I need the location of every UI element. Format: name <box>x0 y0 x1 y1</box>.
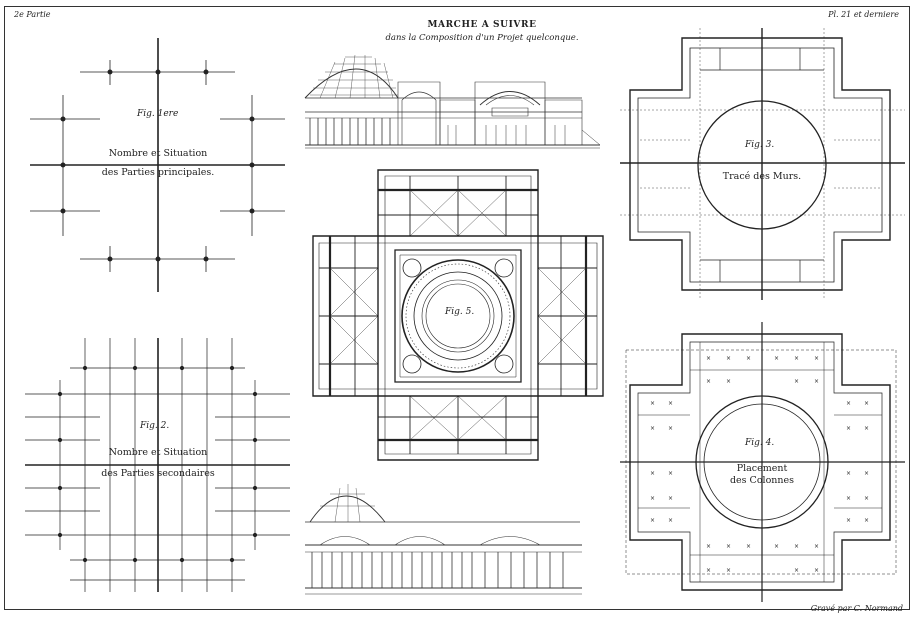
plate-subtitle: dans la Composition d'un Projet quelconq… <box>385 33 579 43</box>
svg-text:×: × <box>864 425 869 432</box>
section-elevation-drawing <box>305 55 600 148</box>
svg-text:×: × <box>846 425 851 432</box>
svg-text:×: × <box>746 355 751 362</box>
svg-text:×: × <box>794 378 799 385</box>
fig3-walls-plan <box>620 28 905 300</box>
svg-text:×: × <box>706 567 711 574</box>
svg-text:×: × <box>650 470 655 477</box>
svg-text:×: × <box>814 355 819 362</box>
svg-text:×: × <box>650 400 655 407</box>
fig1-caption-line2: des Parties principales. <box>101 167 215 178</box>
fig4-label: Fig. 4. <box>745 438 775 448</box>
svg-text:×: × <box>668 470 673 477</box>
svg-text:×: × <box>814 567 819 574</box>
svg-text:×: × <box>794 355 799 362</box>
svg-text:×: × <box>814 543 819 550</box>
svg-text:×: × <box>864 495 869 502</box>
svg-text:×: × <box>726 543 731 550</box>
part-label: 2e Partie <box>14 10 51 19</box>
svg-text:×: × <box>814 378 819 385</box>
svg-text:×: × <box>726 355 731 362</box>
fig1-label: Fig. 1ere <box>137 109 179 119</box>
svg-text:×: × <box>864 470 869 477</box>
fig2-caption-line1: Nombre et Situation <box>108 447 208 458</box>
plate-title: MARCHE A SUIVRE <box>427 20 537 30</box>
svg-text:×: × <box>846 400 851 407</box>
fig2-label: Fig. 2. <box>140 421 170 431</box>
svg-text:×: × <box>794 567 799 574</box>
engraver-credit: Gravé par C. Normand <box>810 604 903 613</box>
svg-text:×: × <box>864 517 869 524</box>
svg-text:×: × <box>726 378 731 385</box>
fig2-caption-line2: des Parties secondaires <box>101 468 215 479</box>
svg-text:×: × <box>846 495 851 502</box>
plate-frame <box>4 6 910 610</box>
svg-text:×: × <box>668 400 673 407</box>
fig4-caption-line1: Placement <box>736 463 788 474</box>
svg-text:×: × <box>668 425 673 432</box>
svg-text:×: × <box>668 517 673 524</box>
svg-text:×: × <box>746 543 751 550</box>
fig1-caption-line1: Nombre et Situation <box>108 148 208 159</box>
fig2-grid-diagram <box>25 338 290 592</box>
svg-text:×: × <box>650 495 655 502</box>
fig1-axis-diagram <box>30 38 285 292</box>
svg-text:×: × <box>706 543 711 550</box>
svg-text:×: × <box>864 400 869 407</box>
svg-text:×: × <box>774 543 779 550</box>
svg-text:×: × <box>650 517 655 524</box>
fig3-label: Fig. 3. <box>745 140 775 150</box>
svg-text:×: × <box>706 355 711 362</box>
svg-text:×: × <box>794 543 799 550</box>
fig5-central-plan <box>313 170 603 460</box>
svg-text:×: × <box>846 517 851 524</box>
svg-text:×: × <box>774 355 779 362</box>
svg-text:×: × <box>650 425 655 432</box>
fig3-caption: Tracé des Murs. <box>722 171 802 182</box>
svg-text:×: × <box>726 567 731 574</box>
fig4-columns-plan: × × × × × × × × × × × × × × × × × × × × × × × × × × × × × × × × ×… <box>620 322 905 602</box>
facade-elevation-drawing <box>305 484 582 594</box>
fig5-label: Fig. 5. <box>445 307 475 317</box>
svg-text:×: × <box>668 495 673 502</box>
fig4-caption-line2: des Colonnes <box>729 475 795 486</box>
svg-text:×: × <box>706 378 711 385</box>
plate-number: Pl. 21 et derniere <box>828 10 899 19</box>
svg-text:×: × <box>846 470 851 477</box>
